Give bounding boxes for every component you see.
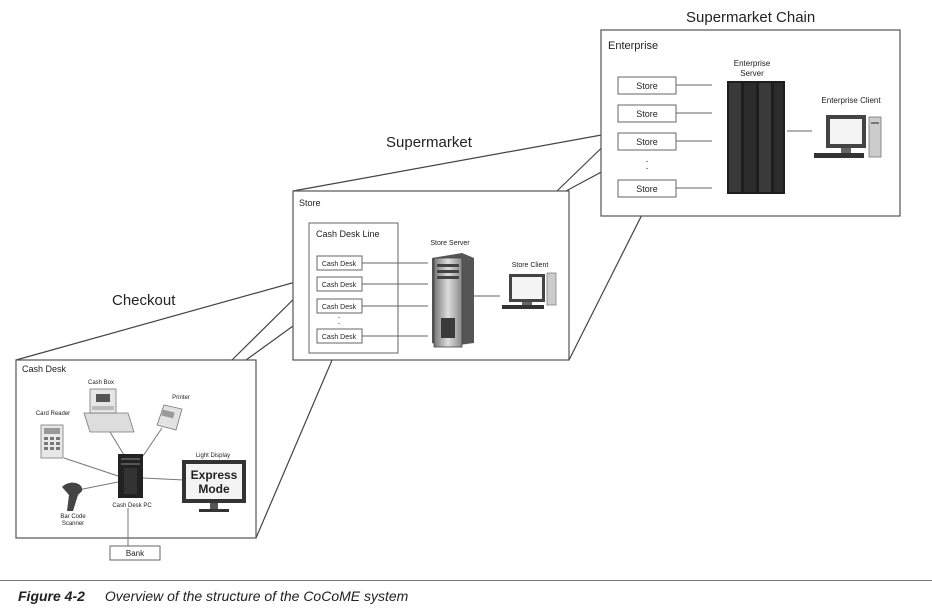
store-cash-desk-ellipsis: ·: [338, 318, 341, 328]
enterprise-store-ellipsis: ·: [645, 156, 648, 167]
cash-desk-box: Cash Desk Cash Box Printer Card Reader: [15, 359, 257, 546]
bar-code-scanner-label: Bar Code: [60, 514, 86, 520]
cash-box-icon: [83, 388, 135, 433]
cash-box-label: Cash Box: [88, 380, 114, 386]
store-cash-desk-label: Cash Desk: [322, 261, 357, 268]
figure-caption: Figure 4-2 Overview of the structure of t…: [18, 588, 408, 604]
title-checkout: Checkout: [112, 292, 176, 309]
display-text: Mode: [198, 482, 230, 496]
card-reader-label: Card Reader: [36, 411, 70, 417]
perspective-lines: [15, 131, 677, 539]
bar-code-scanner-label: Scanner: [62, 521, 84, 527]
display-text: Express: [191, 468, 238, 482]
enterprise-server-label: Enterprise: [734, 59, 771, 68]
title-supermarket: Supermarket: [386, 134, 473, 151]
store-server-icon: [432, 253, 474, 348]
caption-rule: [0, 580, 932, 581]
title-supermarket-chain: Supermarket Chain: [686, 9, 815, 26]
figure-number: Figure 4-2: [18, 588, 85, 604]
cash-desk-label: Cash Desk: [22, 364, 67, 374]
bank-label: Bank: [126, 549, 145, 558]
store-server-label: Store Server: [430, 240, 470, 247]
printer-icon: [156, 404, 183, 431]
bar-code-scanner-icon: [62, 482, 83, 511]
enterprise-store-label: Store: [636, 81, 658, 91]
enterprise-box: Enterprise Store Store Store · · Store E…: [600, 29, 901, 217]
enterprise-client-computer-icon: [814, 115, 882, 158]
cash-desk-line-label: Cash Desk Line: [316, 229, 380, 239]
enterprise-label: Enterprise: [608, 40, 658, 52]
store-box: Store Cash Desk Line Cash Desk Cash Desk…: [292, 190, 570, 361]
card-reader-icon: [40, 424, 64, 459]
enterprise-store-label: Store: [636, 137, 658, 147]
store-cash-desk-list: Cash Desk Cash Desk Cash Desk · · Cash D…: [316, 255, 363, 344]
store-client-label: Store Client: [512, 262, 549, 269]
enterprise-store-list: Store Store Store · · Store: [617, 76, 677, 198]
enterprise-store-ellipsis: ·: [645, 163, 648, 174]
store-cash-desk-ellipsis: ·: [338, 312, 341, 322]
store-client-computer-icon: [502, 272, 557, 309]
enterprise-store-label: Store: [636, 109, 658, 119]
printer-label: Printer: [172, 395, 190, 401]
enterprise-client-label: Enterprise Client: [821, 96, 881, 105]
store-label: Store: [299, 198, 321, 208]
light-display-monitor-icon: [182, 460, 246, 512]
enterprise-store-label: Store: [636, 184, 658, 194]
store-cash-desk-label: Cash Desk: [322, 334, 357, 341]
store-cash-desk-label: Cash Desk: [322, 304, 357, 311]
cash-desk-pc-icon: [118, 454, 143, 498]
cash-desk-pc-label: Cash Desk PC: [112, 503, 152, 509]
bank-box: Bank: [109, 545, 161, 561]
figure-caption-text: Overview of the structure of the CoCoME …: [104, 588, 409, 604]
store-cash-desk-label: Cash Desk: [322, 282, 357, 289]
enterprise-server-label: Server: [740, 69, 764, 78]
enterprise-server-icon: [727, 81, 785, 194]
light-display-label: Light Display: [196, 453, 230, 459]
